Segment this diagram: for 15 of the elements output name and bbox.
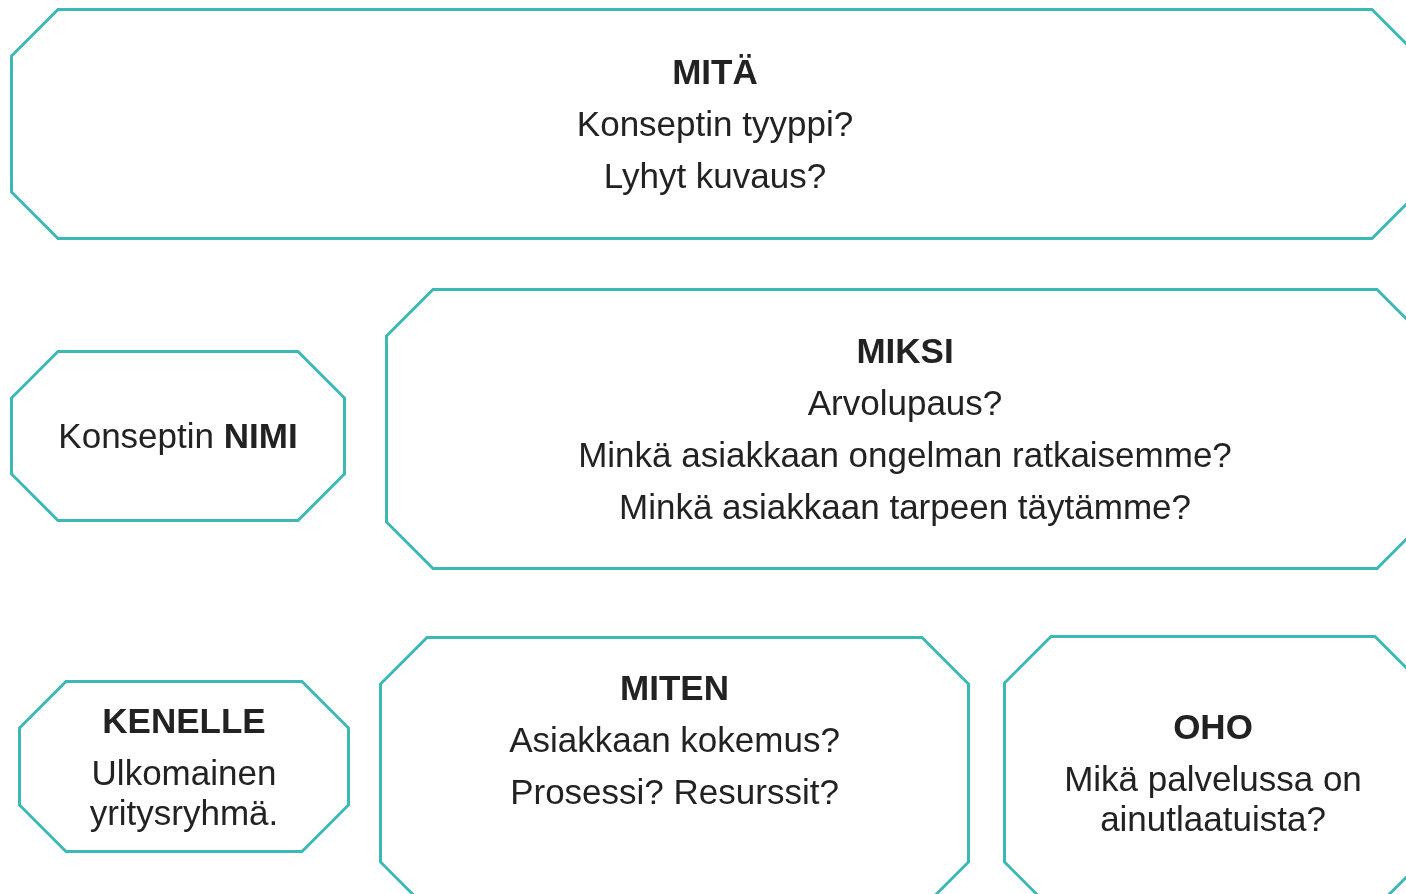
question-text: Minkä asiakkaan tarpeen täytämme? <box>619 487 1191 527</box>
question-text: Konseptin tyyppi? <box>576 104 854 144</box>
question-text: Mikä palvelussa on ainutlaatuista? <box>1063 758 1363 839</box>
question-text: Minkä asiakkaan ongelman ratkaisemme? <box>578 435 1232 475</box>
question-text: Asiakkaan kokemus? <box>509 720 840 760</box>
section-heading: OHO <box>1173 706 1253 747</box>
section-heading: MIKSI <box>856 331 954 371</box>
section-heading: MITÄ <box>672 52 758 92</box>
question-text: Konseptin NIMI <box>58 416 298 456</box>
question-text: Arvolupaus? <box>807 383 1003 423</box>
question-text: Lyhyt kuvaus? <box>603 156 827 196</box>
section-heading: KENELLE <box>102 700 266 741</box>
question-text: Ulkomainen yritysryhmä. <box>88 752 280 833</box>
question-text: Prosessi? Resurssit? <box>510 772 839 812</box>
section-heading: MITEN <box>620 668 729 708</box>
